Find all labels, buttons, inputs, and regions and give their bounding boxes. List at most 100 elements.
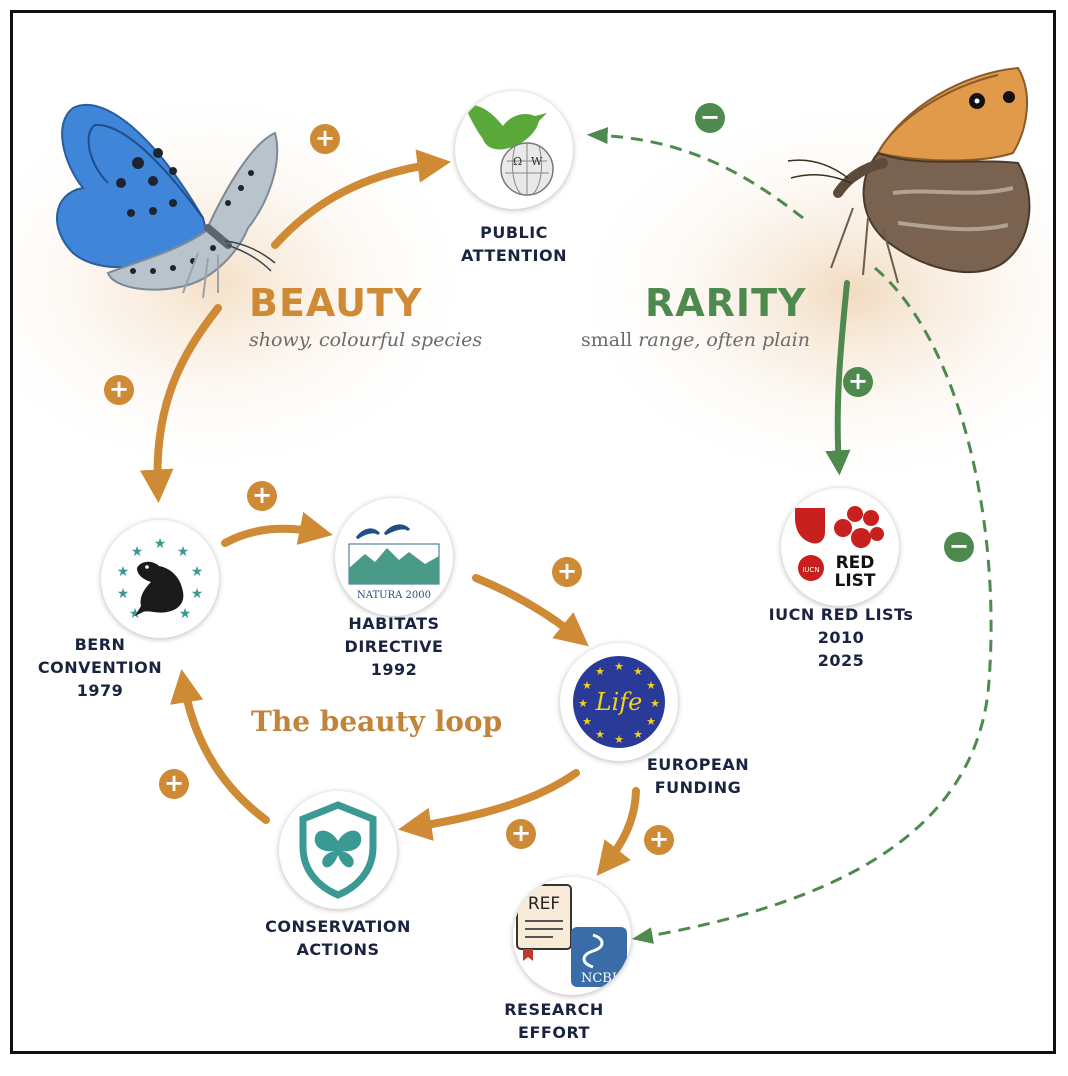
bern-convention-label: BERN CONVENTION 1979 [35, 633, 165, 702]
svg-text:★: ★ [117, 563, 130, 579]
rarity-subtitle: small range, often plain [581, 329, 810, 351]
rarity-title: RARITY [645, 281, 807, 325]
arrow-beauty-to-public-attention [271, 149, 451, 249]
habitats-directive-label: HABITATS DIRECTIVE 1992 [329, 612, 459, 681]
arrow-rarity-to-redlist [825, 280, 851, 476]
habitats-directive-node: NATURA 2000 [335, 498, 453, 616]
shield-icon [299, 801, 377, 899]
svg-text:★: ★ [595, 666, 605, 678]
redlist-line3: 2025 [817, 651, 865, 670]
conservation-line2: ACTIONS [296, 940, 380, 959]
habitats-line1: HABITATS [348, 614, 440, 633]
butterfly-icon [314, 830, 362, 868]
svg-text:★: ★ [578, 698, 588, 710]
svg-text:★: ★ [582, 680, 592, 692]
svg-text:★: ★ [154, 535, 167, 551]
svg-text:★: ★ [633, 666, 643, 678]
plus-badge-conservation-bern: + [159, 769, 189, 799]
research-effort-node: REF NCBI [513, 877, 631, 995]
svg-text:★: ★ [650, 698, 660, 710]
arrow-rarity-to-research-negative [631, 266, 993, 944]
stars-ring-icon: ★ ★ ★ ★ ★ ★ ★ ★ ★ [117, 535, 204, 621]
brown-butterfly-illustration [787, 66, 1031, 284]
otter-icon [135, 561, 184, 616]
svg-text:★: ★ [177, 543, 190, 559]
eu-life-logo [573, 656, 665, 748]
conservation-line1: CONSERVATION [265, 917, 411, 936]
bird-icon [465, 105, 547, 150]
svg-text:★: ★ [191, 585, 204, 601]
funding-line2: FUNDING [654, 778, 742, 797]
diagram-frame: BEAUTY showy, colourful species RARITY s… [10, 10, 1056, 1054]
arrow-funding-to-research [596, 787, 640, 876]
svg-text:RED: RED [836, 553, 875, 573]
rarity-subtitle-plain: small [581, 329, 639, 351]
public-attention-node: Ω W [455, 91, 573, 209]
research-effort-label: RESEARCH EFFORT [489, 998, 619, 1044]
svg-text:IUCN: IUCN [802, 566, 819, 574]
plus-badge-funding-research: + [644, 825, 674, 855]
minus-badge-rarity-attention: − [695, 103, 725, 133]
svg-text:★: ★ [633, 729, 643, 741]
iucn-red-list-node: IUCN RED LIST [781, 488, 899, 606]
svg-text:REF: REF [528, 894, 560, 914]
public-attention-label: PUBLIC ATTENTION [433, 221, 595, 267]
habitats-line2: DIRECTIVE [344, 637, 444, 656]
svg-text:★: ★ [191, 563, 204, 579]
research-line1: RESEARCH [504, 1000, 604, 1019]
arrow-beauty-to-bern [139, 304, 222, 504]
reference-document-icon: REF [516, 884, 572, 961]
red-list-logo: IUCN RED LIST [795, 506, 884, 591]
plus-badge-habitats-funding: + [552, 557, 582, 587]
research-line2: EFFORT [518, 1023, 590, 1042]
svg-text:★: ★ [595, 729, 605, 741]
conservation-actions-label: CONSERVATION ACTIONS [238, 915, 438, 961]
beauty-title: BEAUTY [249, 281, 423, 325]
bern-line2: CONVENTION [37, 658, 163, 677]
conservation-actions-node [279, 791, 397, 909]
natura-2000-logo: NATURA 2000 [348, 524, 440, 601]
svg-text:★: ★ [117, 585, 130, 601]
habitats-line3: 1992 [370, 660, 418, 679]
svg-text:★: ★ [131, 543, 144, 559]
blue-butterfly-illustration [56, 103, 279, 299]
bern-line1: BERN [74, 635, 126, 654]
redlist-line2: 2010 [817, 628, 865, 647]
svg-text:★: ★ [646, 680, 656, 692]
svg-text:★: ★ [614, 734, 624, 746]
funding-line1: EUROPEAN [646, 755, 750, 774]
plus-badge-bern-habitats: + [247, 481, 277, 511]
bern-convention-node: ★ ★ ★ ★ ★ ★ ★ ★ ★ [101, 520, 219, 638]
minus-badge-rarity-research: − [944, 532, 974, 562]
beauty-loop-title: The beauty loop [251, 705, 503, 738]
public-attention-line1: PUBLIC [480, 223, 548, 242]
plus-badge-beauty-attention: + [310, 124, 340, 154]
european-funding-label: EUROPEAN FUNDING [633, 753, 763, 799]
svg-text:★: ★ [646, 716, 656, 728]
svg-text:★: ★ [179, 605, 192, 621]
svg-text:LIST: LIST [835, 571, 876, 591]
svg-text:Life: Life [595, 688, 643, 716]
european-funding-node: ★★★ ★★★ ★★★ ★★★ Life [560, 643, 678, 761]
beauty-subtitle: showy, colourful species [249, 329, 483, 351]
plus-badge-beauty-bern: + [104, 375, 134, 405]
bern-line3: 1979 [76, 681, 124, 700]
rarity-subtitle-italic: range, often plain [638, 329, 810, 351]
svg-text:NCBI: NCBI [581, 971, 617, 986]
arrow-bern-to-habitats [221, 511, 333, 547]
svg-text:★: ★ [614, 661, 624, 673]
svg-text:★: ★ [582, 716, 592, 728]
plus-badge-rarity-redlist: + [843, 367, 873, 397]
svg-text:★: ★ [129, 605, 142, 621]
arrow-funding-to-conservation [398, 769, 580, 842]
public-attention-line2: ATTENTION [460, 246, 567, 265]
svg-text:W: W [531, 155, 543, 168]
arrow-habitats-to-funding [472, 574, 589, 647]
arrow-rarity-to-public-attention-negative [586, 127, 804, 220]
iucn-red-list-label: IUCN RED LISTs 2010 2025 [751, 603, 931, 672]
svg-text:NATURA 2000: NATURA 2000 [357, 590, 431, 601]
redlist-line1: IUCN RED LISTs [768, 605, 914, 624]
svg-text:Ω: Ω [513, 155, 522, 168]
ncbi-logo: NCBI [571, 927, 627, 987]
arrow-conservation-to-bern [170, 669, 270, 824]
